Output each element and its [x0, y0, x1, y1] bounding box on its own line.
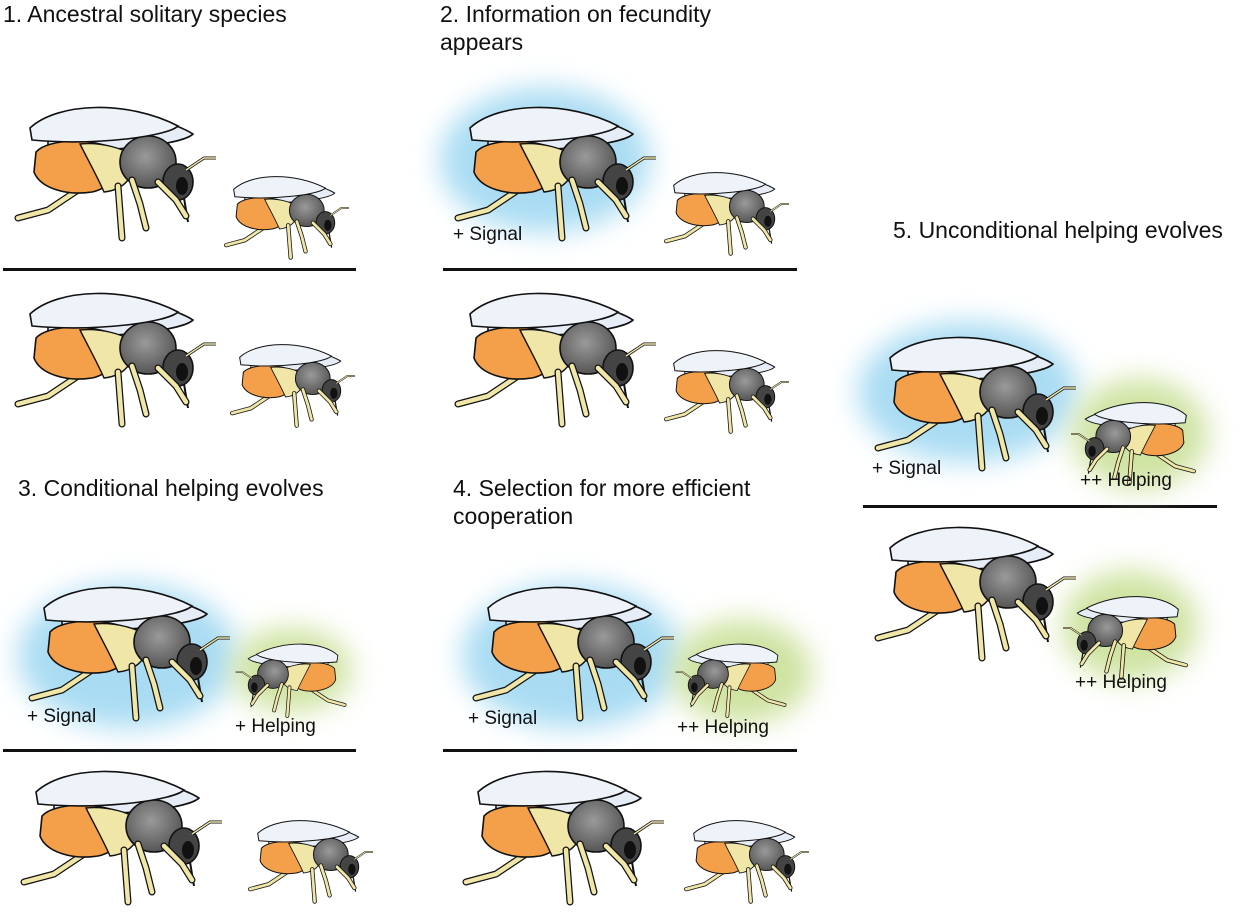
helping-label: ++ Helping: [677, 717, 769, 738]
bee-large-icon: [18, 107, 216, 238]
bee-large-icon: [24, 771, 222, 902]
bee-small-icon: [686, 821, 809, 902]
bee-large-icon: [18, 293, 216, 424]
bee-large-icon: [458, 293, 656, 424]
divider-panel-2: [443, 268, 797, 271]
bee-small-icon: [666, 173, 789, 254]
panel-1-title: 1. Ancestral solitary species: [3, 1, 287, 27]
divider-panel-1: [3, 268, 356, 271]
panel-4-title: 4. Selection for more efficient cooperat…: [453, 475, 751, 529]
helping-label: ++ Helping: [1080, 470, 1172, 491]
panel-2-title: 2. Information on fecundity appears: [440, 1, 712, 55]
bee-large-icon: [466, 771, 664, 902]
signal-label: + Signal: [453, 224, 523, 245]
bee-small-icon: [666, 351, 789, 432]
signal-label: + Signal: [872, 458, 942, 479]
divider-panel-5: [863, 505, 1217, 508]
panel-3-title: 3. Conditional helping evolves: [18, 475, 324, 501]
bee-large-icon: [878, 527, 1076, 658]
divider-panel-3: [3, 749, 356, 752]
signal-label: + Signal: [468, 708, 538, 729]
helping-label: ++ Helping: [1075, 672, 1167, 693]
bee-small-icon: [250, 821, 373, 902]
bee-small-icon: [226, 177, 349, 258]
panel-5-title: 5. Unconditional helping evolves: [893, 217, 1223, 243]
signal-label: + Signal: [27, 706, 97, 727]
divider-panel-4: [443, 749, 797, 752]
bee-small-icon: [232, 345, 355, 426]
helping-label: + Helping: [235, 716, 316, 737]
